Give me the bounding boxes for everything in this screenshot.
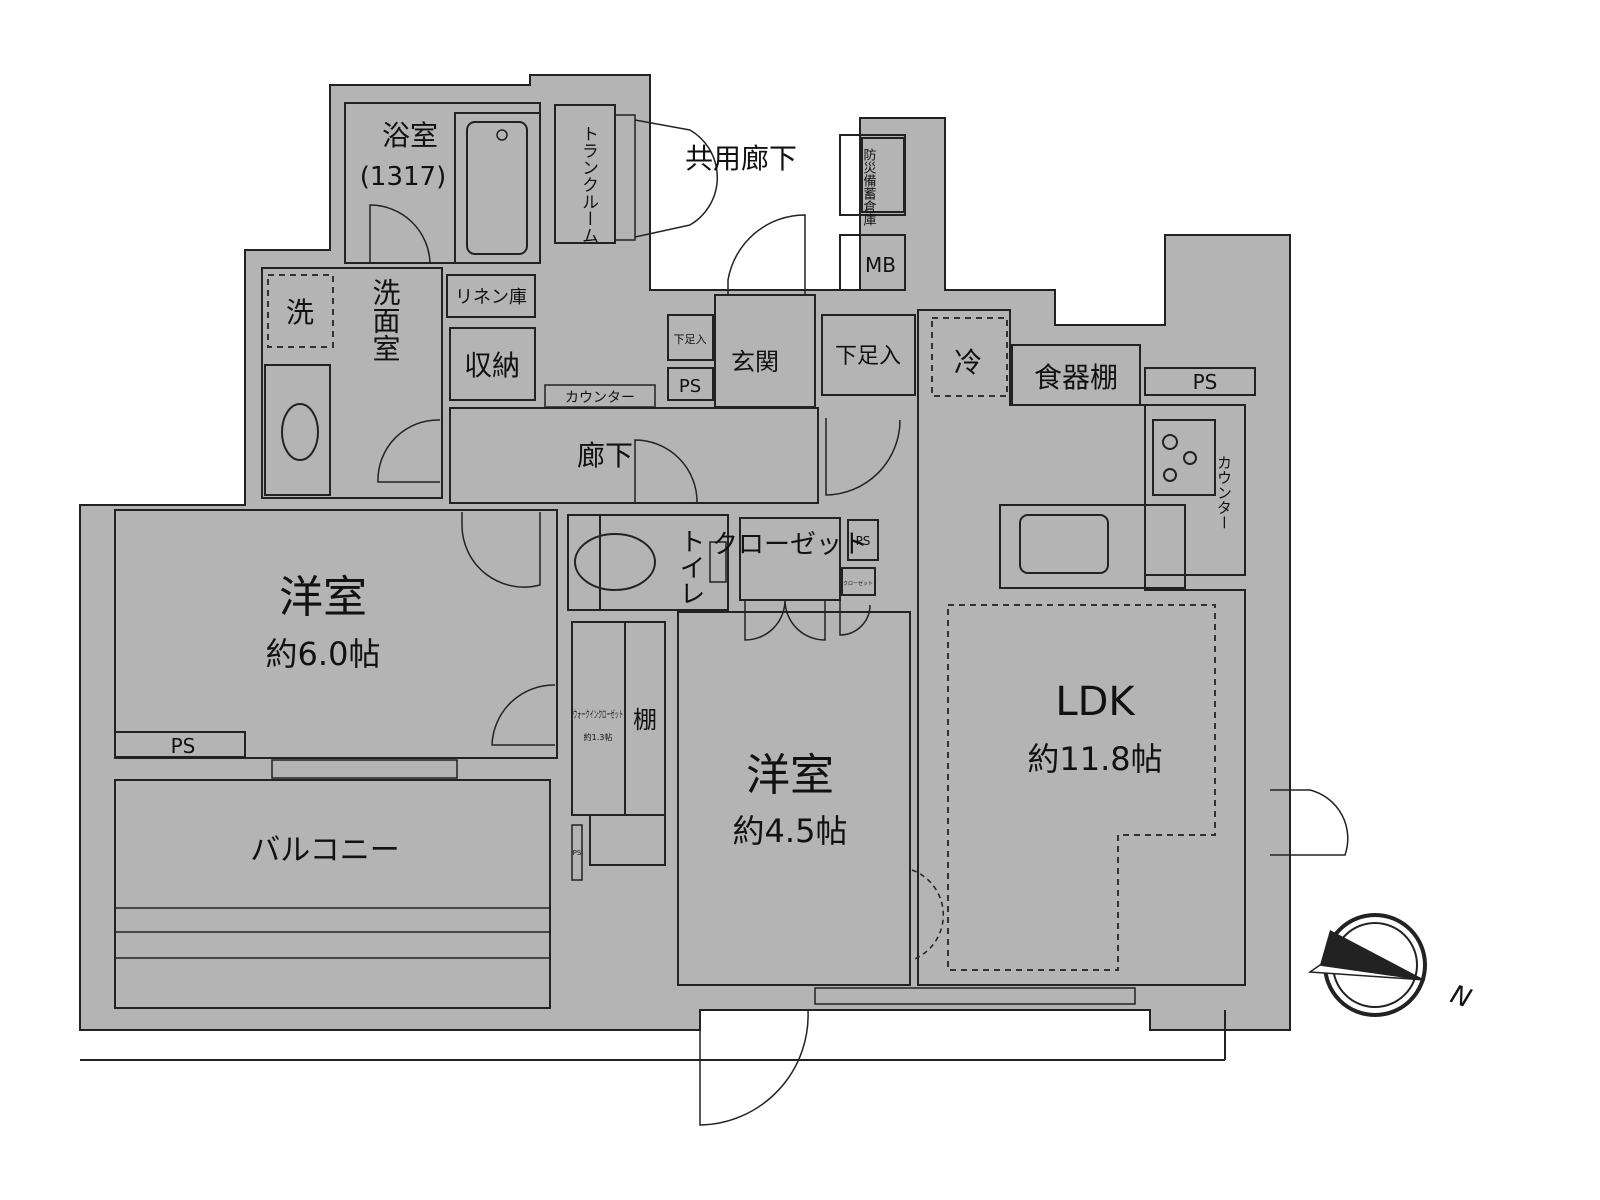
shoe-cabinet	[821, 314, 916, 396]
ldk	[917, 309, 1246, 986]
common-corridor-label: 共用廊下	[685, 142, 797, 175]
hallway	[449, 407, 819, 504]
entrance-label: 玄関	[731, 348, 779, 376]
balcony	[114, 779, 551, 1009]
cupboard-label: 食器棚	[1034, 361, 1118, 394]
ps-western1-label: PS	[171, 734, 196, 758]
trunk-room-label: トランクルーム	[578, 125, 598, 244]
linen-label: リネン庫	[455, 287, 527, 308]
western-room-2-label: 洋室	[746, 750, 834, 801]
closet-small-label: クローゼット	[843, 580, 873, 587]
sink-icon	[281, 403, 319, 461]
hall-counter-label: カウンター	[565, 390, 635, 406]
vanity	[264, 364, 331, 496]
stove-icon	[1152, 419, 1216, 496]
shoe-large-label: 下足入	[835, 344, 901, 369]
linen-closet	[446, 274, 536, 318]
washroom	[261, 267, 443, 499]
closet-small	[841, 567, 876, 596]
ps-wic-label: PS	[573, 849, 582, 857]
wic-size: 約1.3帖	[584, 732, 613, 742]
shoe-cabinet-small	[667, 314, 714, 361]
sliding-window	[271, 759, 458, 779]
bath-size: (1317)	[360, 162, 446, 192]
washer-space	[267, 274, 334, 348]
closet	[739, 517, 841, 601]
fridge-space	[931, 317, 1008, 397]
walls	[79, 74, 1291, 1031]
balcony-label: バルコニー	[250, 833, 399, 868]
ldk-label: LDK	[1055, 679, 1136, 725]
closet-label: クローゼット	[712, 530, 868, 560]
western-room-1	[114, 509, 558, 759]
western-room-2-size: 約4.5帖	[733, 812, 848, 850]
storage-label: 収納	[464, 349, 520, 382]
ldk-size: 約11.8帖	[1027, 740, 1162, 778]
ps-closet-label: PS	[856, 534, 871, 548]
kitchen-island	[999, 504, 1186, 589]
toilet-label: トイレ	[675, 528, 705, 606]
window	[814, 987, 1136, 1005]
mb-label: MB	[865, 253, 896, 277]
disaster-storage-label: 防災備蓄倉庫	[861, 147, 877, 226]
mb	[839, 234, 906, 291]
toilet-icon	[574, 533, 656, 591]
bath-label: 浴室	[382, 119, 438, 152]
western-room-2	[677, 611, 911, 986]
bathtub-icon	[466, 121, 528, 255]
ps-kitchen-label: PS	[1193, 370, 1218, 394]
western-room-1-label: 洋室	[279, 572, 367, 623]
ps-entrance-label: PS	[679, 376, 701, 397]
shoe-small-label: 下足入	[674, 333, 707, 346]
washer-label: 洗	[286, 296, 314, 329]
washroom-label: 洗面室	[369, 278, 402, 362]
disaster-storage	[861, 137, 905, 213]
kitchen-sink-icon	[1019, 514, 1109, 574]
western-room-1-size: 約6.0帖	[266, 635, 381, 673]
storage	[449, 327, 536, 401]
kitchen-counter-label: カウンター	[1215, 455, 1233, 530]
kitchen-counter	[1144, 404, 1246, 576]
fridge-label: 冷	[954, 346, 982, 379]
compass-north-label: N	[1446, 980, 1475, 1015]
wic-label: ウォークインクローゼット	[573, 709, 623, 721]
compass-icon	[1307, 913, 1427, 1017]
cupboard	[1011, 344, 1141, 406]
shelf-label: 棚	[633, 706, 657, 734]
hallway-label: 廊下	[577, 439, 633, 472]
entrance	[714, 294, 816, 408]
